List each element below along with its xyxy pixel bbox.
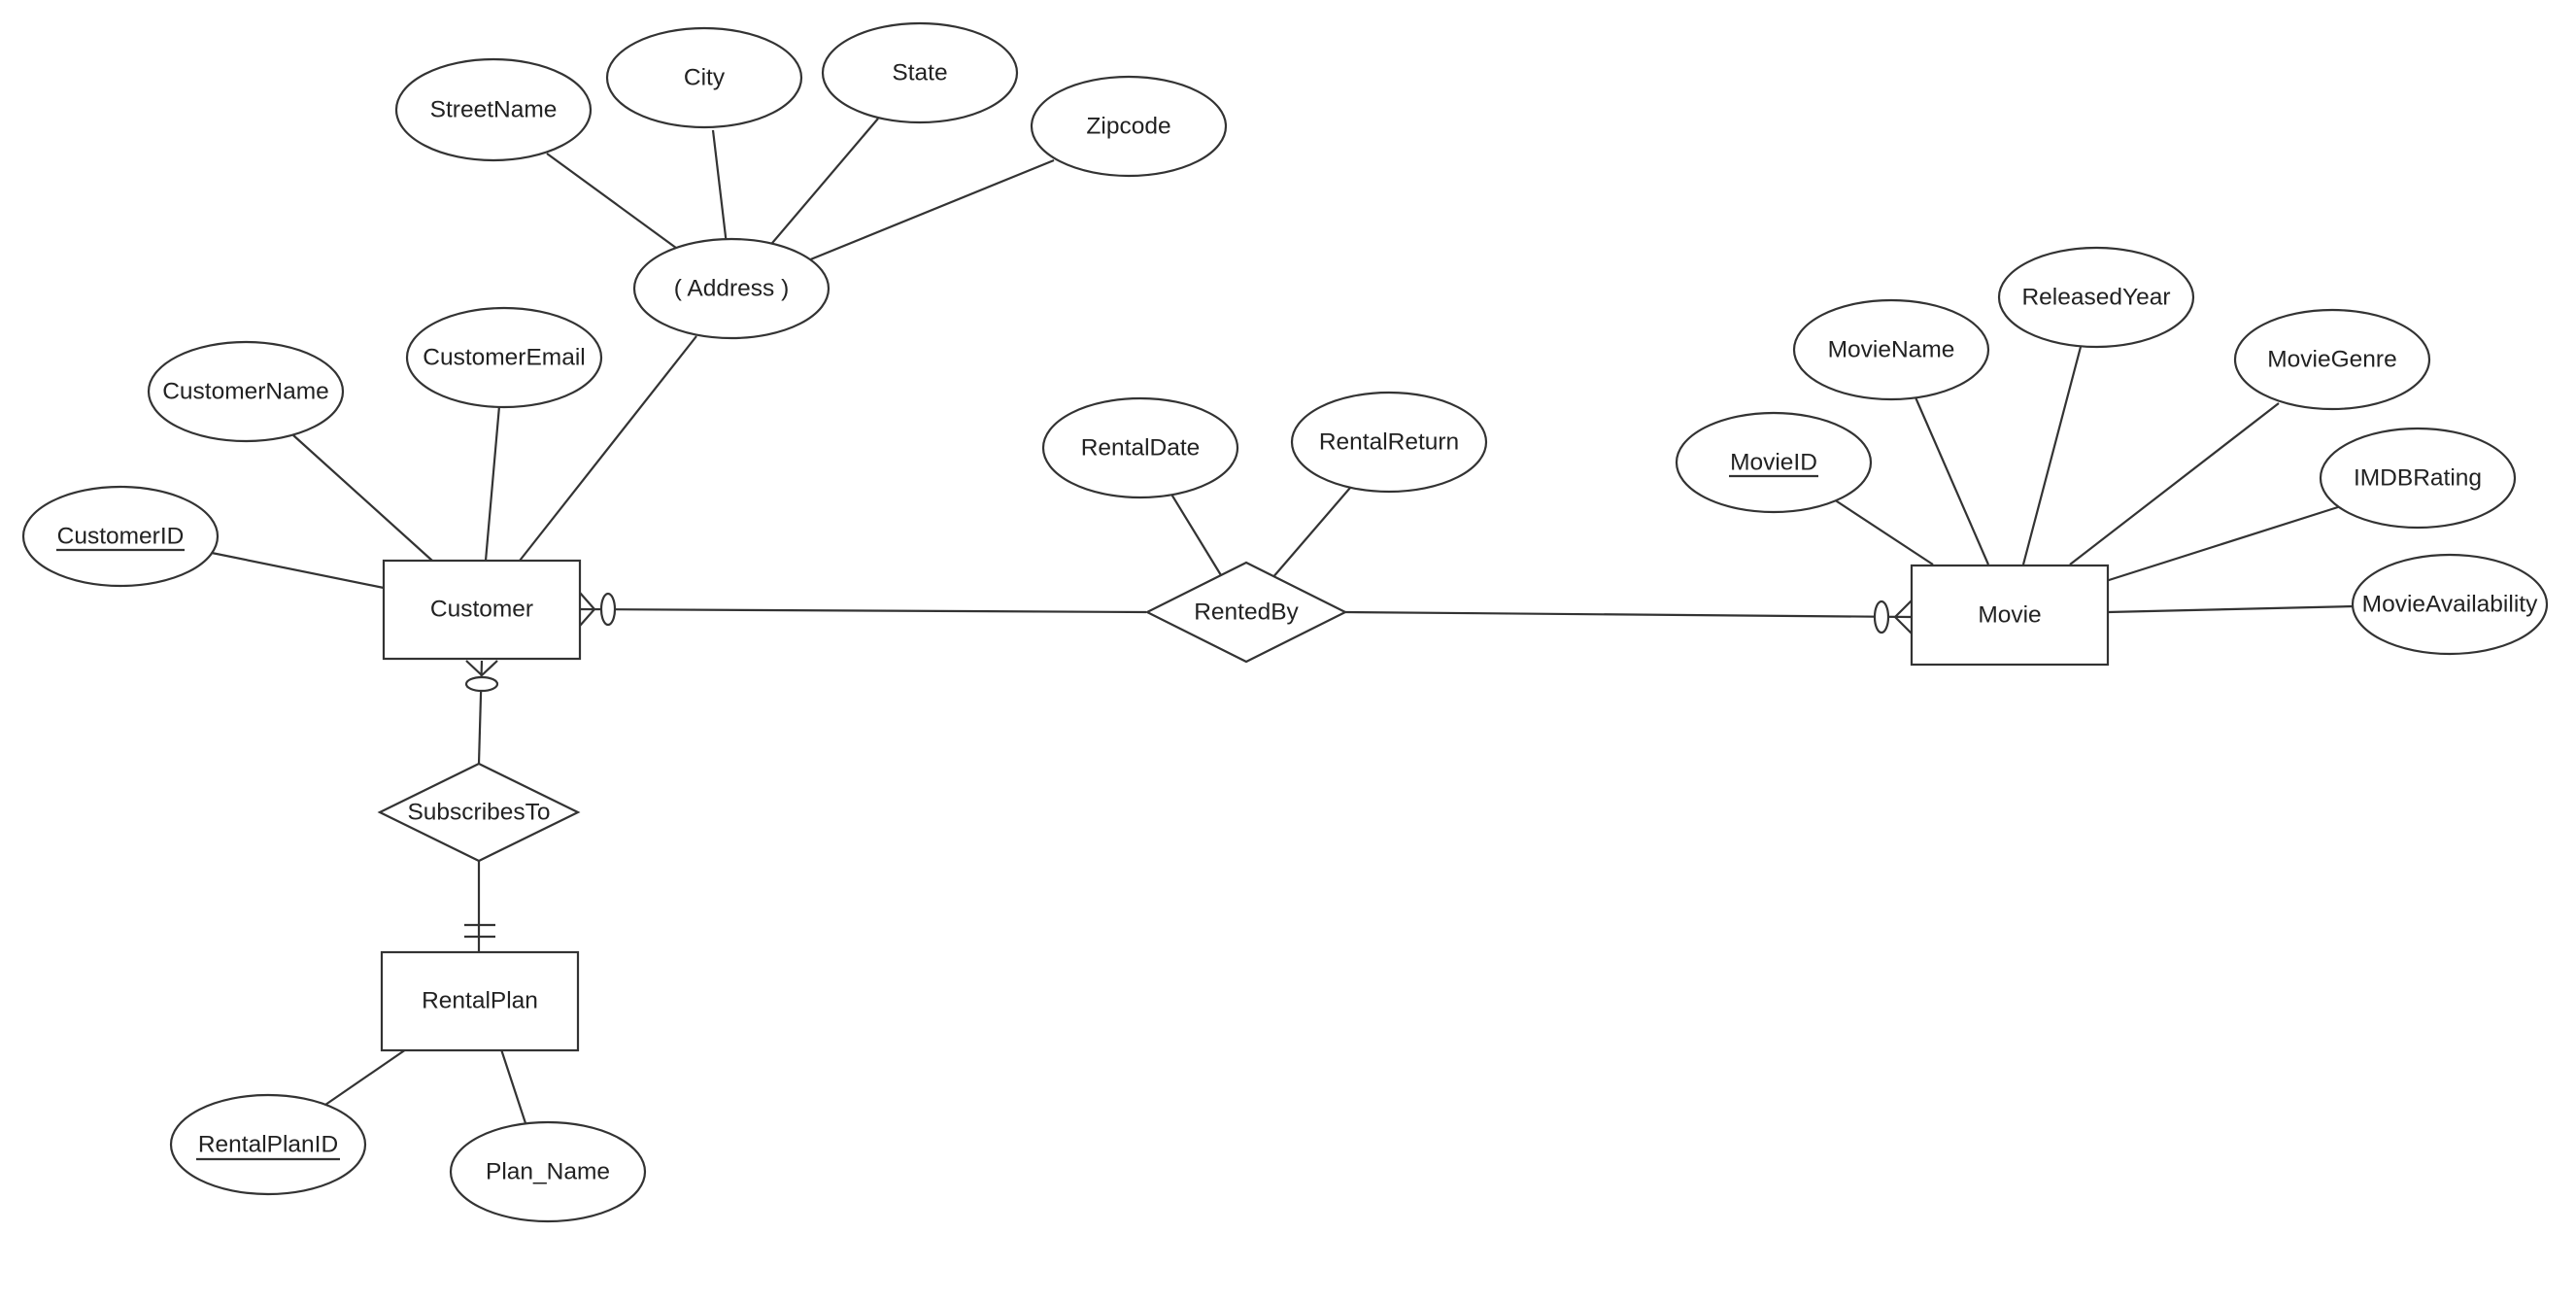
line-customer-rentedby [579,607,1147,614]
relationship-subscribesto: SubscribesTo [377,762,581,863]
line-state-address [766,118,879,250]
line-customer-subscribesto [477,660,484,765]
entity-rentalplan-label: RentalPlan [422,987,538,1013]
mandatory-one-marker-rentalplan [464,923,495,939]
attribute-imdbrating-label: IMDBRating [2354,464,2482,491]
line-moviename-movie [1914,396,1990,565]
line-rentaldate-rentedby [1169,492,1222,576]
line-movieavailability-movie [2107,604,2356,614]
line-rentalreturn-rentedby [1271,487,1351,580]
attribute-customeremail: CustomerEmail [405,306,603,409]
attribute-rentaldate: RentalDate [1041,396,1239,499]
line-customerid-customer [211,551,385,590]
attribute-moviegenre-label: MovieGenre [2267,346,2396,372]
attribute-address: ( Address ) [632,237,830,340]
crows-foot-zero-many-marker-subscribes [464,660,499,693]
attribute-address-label: ( Address ) [674,275,789,301]
attribute-imdbrating: IMDBRating [2319,427,2517,530]
attribute-city-label: City [684,64,726,90]
entity-movie: Movie [1910,564,2110,667]
line-planname-rentalplan [499,1048,527,1124]
relationship-rentedby-label: RentedBy [1194,599,1299,625]
relationship-rentedby: RentedBy [1144,561,1348,664]
attribute-state-label: State [892,59,947,86]
attribute-releasedyear-label: ReleasedYear [2021,284,2170,310]
crows-foot-zero-many-marker-movie [1873,600,1913,634]
cardinality-markers [464,592,1913,939]
line-customeremail-customer [484,405,501,562]
attribute-customeremail-label: CustomerEmail [423,344,585,370]
line-movieid-movie [1830,497,1934,565]
entity-rentalplan: RentalPlan [380,950,580,1052]
attribute-rentaldate-label: RentalDate [1081,434,1201,461]
attribute-moviegenre: MovieGenre [2233,308,2431,411]
line-rentedby-movie [1344,610,1913,619]
attribute-movieavailability: MovieAvailability [2351,553,2549,656]
attribute-streetname: StreetName [394,57,593,162]
line-streetname-address [546,153,681,252]
line-zipcode-address [807,158,1055,262]
connector-lines [211,118,2356,1124]
attribute-streetname-label: StreetName [430,96,558,122]
attribute-customerid: CustomerID [21,485,220,588]
attribute-rentalplanid: RentalPlanID [169,1093,367,1196]
attribute-customerid-label: CustomerID [57,523,185,549]
attribute-customername-label: CustomerName [162,378,329,404]
attribute-rentalreturn-label: RentalReturn [1319,428,1459,455]
attribute-movieavailability-label: MovieAvailability [2362,591,2538,617]
attribute-planname: Plan_Name [449,1120,647,1223]
attribute-movieid: MovieID [1675,411,1873,514]
entity-customer-label: Customer [430,596,533,622]
attribute-city: City [605,26,803,129]
attribute-customername: CustomerName [147,340,345,443]
line-releasedyear-movie [2021,346,2083,565]
line-address-customer [519,335,697,562]
attribute-planname-label: Plan_Name [486,1158,610,1184]
attribute-zipcode: Zipcode [1030,75,1228,178]
attribute-movieid-label: MovieID [1730,449,1817,475]
attribute-rentalplanid-label: RentalPlanID [198,1131,338,1157]
line-imdbrating-movie [2105,504,2342,583]
attribute-moviename: MovieName [1792,298,1990,401]
attribute-rentalreturn: RentalReturn [1290,391,1488,494]
line-city-address [711,129,729,246]
line-rentalplanid-rentalplan [324,1048,407,1106]
entity-customer: Customer [382,559,582,661]
crows-foot-zero-many-marker-customer [579,592,617,627]
attribute-state: State [821,21,1019,124]
relationship-subscribesto-label: SubscribesTo [407,799,550,825]
attribute-moviename-label: MovieName [1828,336,1955,362]
line-customername-customer [292,434,433,562]
attribute-zipcode-label: Zipcode [1086,113,1170,139]
entity-movie-label: Movie [1978,601,2041,628]
line-moviegenre-movie [2069,402,2280,565]
attribute-releasedyear: ReleasedYear [1997,246,2195,349]
